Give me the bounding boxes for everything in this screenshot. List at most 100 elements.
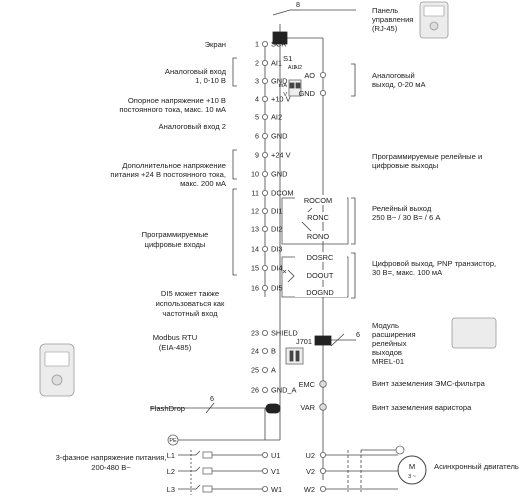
emc-label: EMC xyxy=(299,380,316,389)
power-line-l2: L2 xyxy=(167,467,175,476)
label-relay-module-line: расширения xyxy=(372,330,416,339)
terminal-name: SHIELD xyxy=(271,329,298,338)
terminal-number: 16 xyxy=(251,284,259,293)
label-analog-output-line: выход, 0-20 мА xyxy=(372,80,426,89)
terminal-di2-left xyxy=(261,225,268,232)
terminal-name: AI1 xyxy=(271,59,282,68)
label-power-line: 200-480 В~ xyxy=(91,463,131,472)
terminal-di4-left xyxy=(261,264,268,271)
terminal-number: 10 xyxy=(251,170,259,179)
label-aux24-line: Дополнительное напряжение xyxy=(122,161,226,170)
terminal-name: A xyxy=(271,366,276,375)
terminal-name: DI3 xyxy=(271,245,283,254)
fuse-icon xyxy=(202,451,213,459)
terminal-u1 xyxy=(261,451,268,458)
label-programmable-outputs-line: Программируемые релейные и xyxy=(372,152,482,161)
flashdrop-label: FlashDrop xyxy=(150,404,185,413)
label-analog-output-line: Аналоговый xyxy=(372,71,415,80)
terminal-number: 13 xyxy=(251,225,259,234)
terminal-v2-name: V2 xyxy=(306,467,315,476)
terminal-dcom-left xyxy=(261,189,268,196)
transistor-arrow-icon xyxy=(282,269,287,274)
label-ai2-line: Аналоговый вход 2 xyxy=(159,122,226,131)
terminal-number: 26 xyxy=(251,386,259,395)
terminal-number: 23 xyxy=(251,329,259,338)
label-relay-output-line: 250 В~ / 30 В= / 6 А xyxy=(372,213,441,222)
terminal-v1 xyxy=(261,467,268,474)
jumper-j701 xyxy=(285,347,304,365)
switch-s1-toggle-2 xyxy=(295,82,301,89)
label-programmable-outputs-line: цифровые выходы xyxy=(372,161,438,170)
label-ai1-line: Аналоговый вход xyxy=(165,67,227,76)
switch-s1-toggle-1 xyxy=(289,82,295,89)
jumper-j701-label: J701 xyxy=(296,337,312,346)
transistor-symbol xyxy=(287,269,295,283)
bracket-ai1 xyxy=(232,57,237,87)
terminal-ronc: RONC xyxy=(307,213,329,222)
switch-s1-ai2: AI2 xyxy=(294,65,302,71)
terminal-name: DCOM xyxy=(271,189,294,198)
label-screen-line: Экран xyxy=(205,40,226,49)
motor-letter: M xyxy=(409,462,415,471)
label-relay-module-line: MREL-01 xyxy=(372,357,404,366)
terminal-number: 6 xyxy=(255,132,259,141)
terminal-doout: DOOUT xyxy=(307,271,334,280)
terminal-number: 14 xyxy=(251,245,259,254)
relay-terminal-ronc xyxy=(295,212,347,222)
terminal-gnd-right xyxy=(319,90,326,97)
pe-label: PE xyxy=(169,438,177,444)
terminal-shield-left xyxy=(261,329,268,336)
switch-blade xyxy=(195,466,201,472)
terminal-u1-name: U1 xyxy=(271,451,280,460)
control-panel-screen xyxy=(423,5,445,17)
terminal-name: +10 V xyxy=(271,95,291,104)
label-di5-line: DI5 может также xyxy=(161,289,219,298)
terminal-di1-left xyxy=(261,207,268,214)
cable-hash xyxy=(272,9,291,16)
terminal-10v-left xyxy=(261,96,268,103)
label-ref10-line: постоянного тока, макс. 10 мА xyxy=(119,105,227,114)
emc-screw-icon xyxy=(319,380,327,388)
relay-terminal-rocom xyxy=(295,195,347,205)
terminal-name: +24 V xyxy=(271,151,291,160)
control-panel-dial xyxy=(429,21,439,31)
terminal-number: 2 xyxy=(255,59,259,68)
terminal-name: SCR xyxy=(271,40,287,49)
terminal-name: DI2 xyxy=(271,225,283,234)
terminal-24v-left xyxy=(261,151,268,158)
fuse-icon xyxy=(202,467,213,475)
terminal-w1-name: W1 xyxy=(271,485,282,494)
label-aux24-line: питания +24 В постоянного тока, xyxy=(110,170,226,179)
power-line-l1: L1 xyxy=(167,451,175,460)
bracket-dinputs xyxy=(232,188,237,276)
do-terminal-dosrc xyxy=(295,252,347,262)
terminal-gnda-left xyxy=(261,386,268,393)
terminal-name: B xyxy=(271,347,276,356)
label-di5-line: использоваться как xyxy=(156,299,225,308)
label-digital-output-line: Цифровой выход, PNP транзистор, xyxy=(372,259,496,268)
bracket-aux24 xyxy=(232,149,237,180)
terminal-di5-left xyxy=(261,284,268,291)
switch-s1-title: S1 xyxy=(283,54,292,63)
label-modbus-line: Modbus RTU xyxy=(153,333,198,342)
motor-ground-icon xyxy=(395,445,405,455)
terminal-v1-name: V1 xyxy=(271,467,280,476)
label-digital-inputs-line: Программируемые xyxy=(142,230,209,239)
motor-icon xyxy=(397,455,427,485)
terminal-gnd-name: GND xyxy=(299,89,315,98)
terminal-scr-left xyxy=(261,41,268,48)
terminal-number: 1 xyxy=(255,40,259,49)
terminal-name: AI2 xyxy=(271,113,282,122)
terminal-ai1-left xyxy=(261,60,268,67)
switch-s1-v: V xyxy=(283,92,287,98)
flashdrop-connector xyxy=(265,403,281,414)
label-digital-output-line: 30 В=, макс. 100 мА xyxy=(372,268,443,277)
terminal-number: 5 xyxy=(255,113,259,122)
cable-hash xyxy=(205,402,215,414)
terminal-w2 xyxy=(319,485,326,492)
do-terminal-doout xyxy=(295,270,347,280)
relay-terminal-rono xyxy=(295,231,347,241)
flashdrop-dial xyxy=(51,374,63,386)
terminal-dognd: DOGND xyxy=(306,288,334,297)
pe-terminal-icon xyxy=(167,434,179,446)
